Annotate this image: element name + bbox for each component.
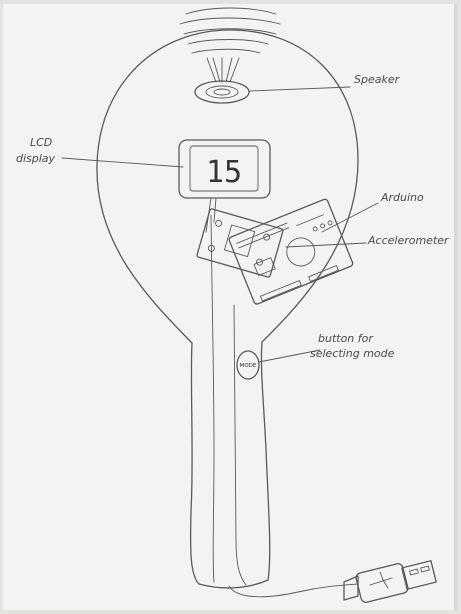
- accelerometer-label: Accelerometer: [367, 234, 450, 247]
- paper-sheet: [3, 4, 455, 610]
- button-label-line2: selecting mode: [310, 347, 395, 360]
- lcd-readout: 15: [206, 155, 242, 190]
- speaker-label: Speaker: [354, 73, 401, 86]
- lcd-label-line1: LCD: [30, 136, 52, 149]
- paper-shadow-edge: [454, 4, 457, 610]
- button-label-line1: button for: [318, 332, 374, 345]
- lcd-label-line2: display: [16, 152, 56, 165]
- mode-button-label: MODE: [240, 363, 257, 369]
- arduino-label: Arduino: [380, 191, 424, 204]
